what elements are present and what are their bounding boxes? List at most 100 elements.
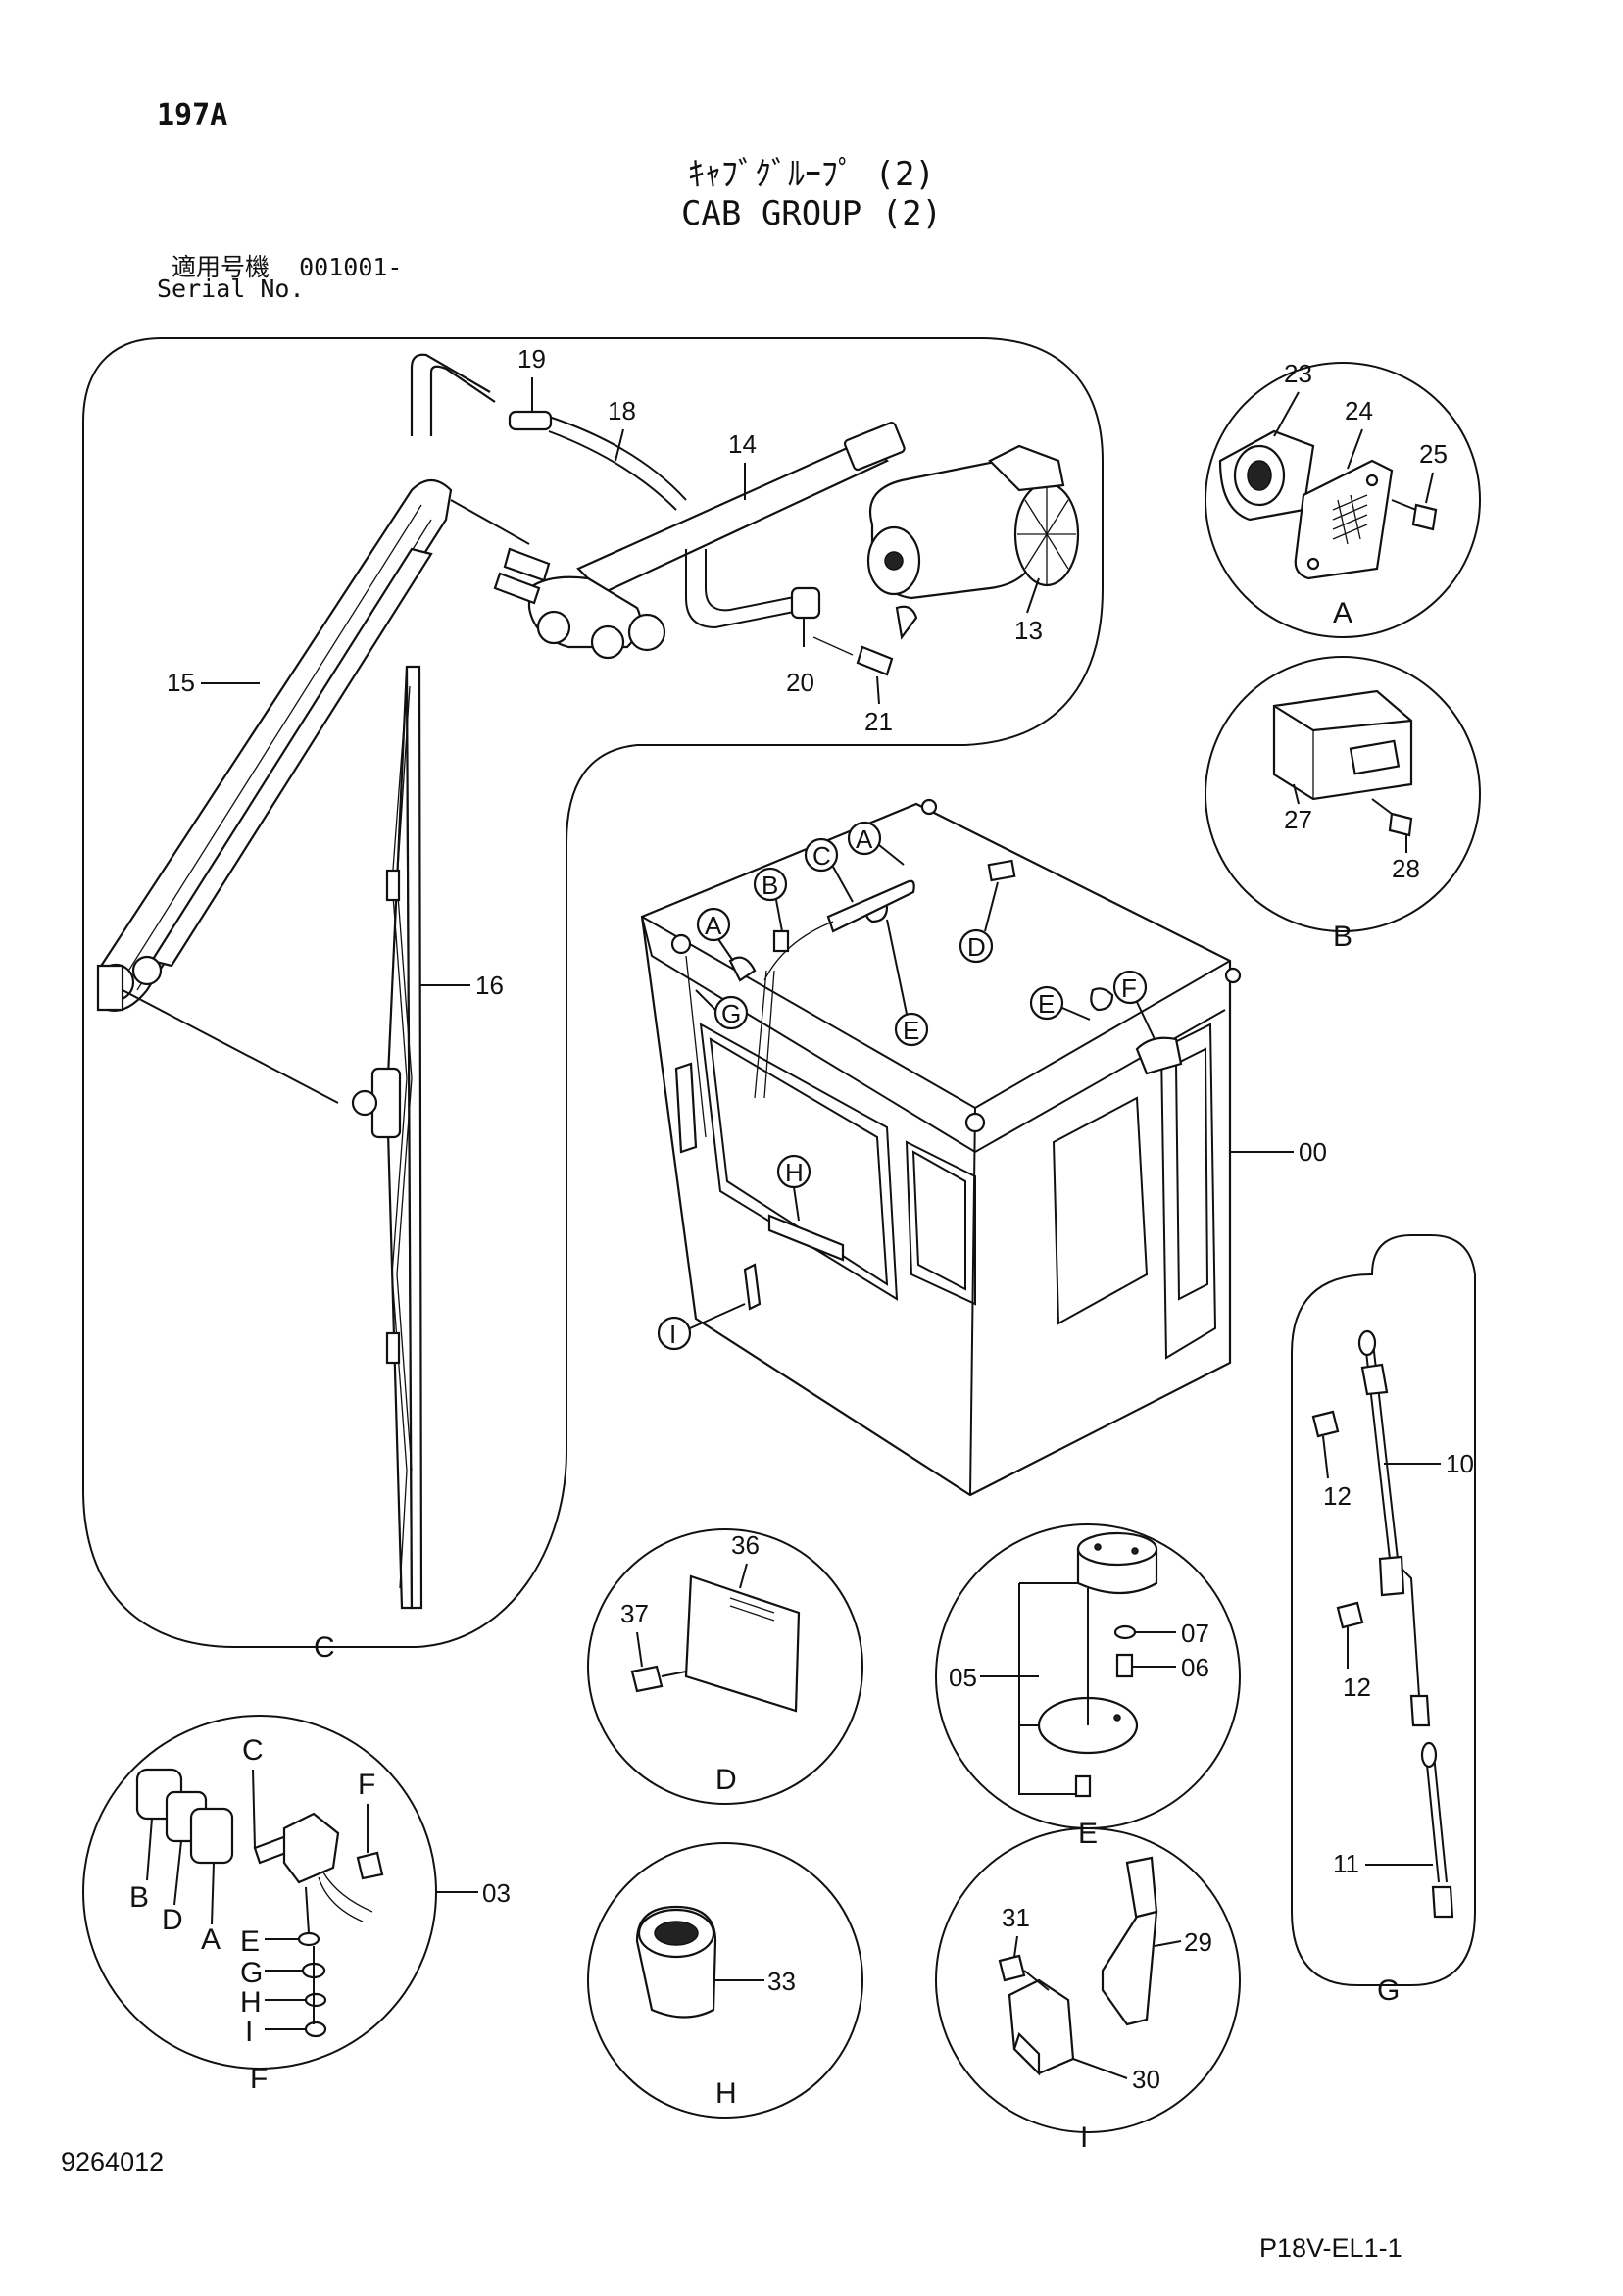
label-18: 18 [608,396,636,425]
callout-b: B [762,871,778,900]
detail-c-labels: 19 18 14 13 20 21 15 16 [167,344,1043,1000]
detail-d: D 36 37 [587,1528,863,1805]
callout-h: H [785,1158,804,1187]
switch-label-f: F [358,1769,375,1801]
washer-07 [1113,1624,1137,1640]
switch-label-b: B [129,1881,149,1914]
switch-nut-i [304,2021,327,2038]
label-07: 07 [1181,1619,1209,1648]
switch-screw-f [356,1851,384,1880]
detail-b-letter: B [1333,921,1352,953]
cab-rear-window [1052,1096,1149,1325]
detail-a: A 23 24 25 [1205,359,1481,638]
label-19: 19 [517,344,546,374]
switch-knob-a [189,1807,234,1865]
serial-label-english: Serial No. [157,275,305,303]
label-37: 37 [620,1599,649,1628]
roof-speaker-a [895,605,918,640]
roof-lamp-e2 [1090,987,1114,1012]
serial-label-jp-text: 適用号機 [172,253,270,281]
cab-lever-i [743,1263,762,1311]
cab-emblem-h [767,1214,845,1262]
roof-speaker-a2 [728,956,757,982]
label-25: 25 [1419,439,1448,469]
cab-door [1159,1023,1217,1360]
cab-front-window [699,1023,899,1301]
cab-00: 00 [640,605,1327,1497]
wiper-motor-13 [866,444,1080,600]
detail-h-letter: H [715,2077,737,2110]
label-11: 11 [1333,1849,1359,1878]
switch-label-i: I [245,2016,253,2048]
title-english: CAB GROUP (2) [680,194,943,233]
hose-18 [548,430,677,511]
detail-h-frame [587,1842,863,2119]
sheet-code: P18V-EL1-1 [1259,2233,1402,2263]
screw-12b [1336,1601,1364,1629]
screw-06 [1115,1653,1134,1678]
label-23: 23 [1284,359,1312,388]
label-27: 27 [1284,805,1312,834]
label-16: 16 [475,971,504,1000]
pivot-shaft-14 [576,439,890,595]
detail-b-frame [1205,656,1481,932]
label-20: 20 [786,668,814,697]
label-31: 31 [1002,1903,1030,1932]
label-24: 24 [1345,396,1373,425]
switch-label-d: D [162,1904,183,1936]
figure-code: 9264012 [61,2147,165,2176]
callout-f: F [1121,973,1137,1003]
detail-d-frame [587,1528,863,1805]
detail-i-letter: I [1080,2121,1088,2154]
screw-37 [630,1665,664,1693]
serial-label-japanese: 適用号機 001001- [172,248,402,283]
detail-h: H 33 [587,1842,863,2119]
switch-label-h: H [240,1986,262,2019]
screw-25 [1411,503,1438,531]
screw-28 [1388,812,1413,837]
page-number: 197A [157,98,228,132]
lever-base-30 [1008,1978,1075,2075]
detail-a-frame [1205,362,1481,638]
label-33: 33 [767,1967,796,1996]
switch-label-e: E [240,1925,260,1958]
cab-body [640,802,1232,1497]
roof-harness-c [826,879,915,933]
wiper-blade-16 [351,665,423,1610]
cab-handle [674,1062,698,1154]
speaker-cover-24 [1294,459,1394,580]
detail-g: G 12 10 12 11 [1291,1234,1476,2007]
detail-f-letter: F [250,2063,268,2095]
bolt-21 [856,645,894,676]
label-12a: 12 [1323,1481,1352,1511]
label-21: 21 [864,707,893,736]
callout-a2: A [856,824,873,854]
switch-ring-h [304,1992,327,2008]
detail-d-letter: D [715,1764,737,1796]
label-14: 14 [728,429,757,459]
detail-g-frame [1291,1234,1476,1986]
callout-a1: A [705,911,722,940]
clamp-20 [790,586,821,620]
callout-e2: E [1038,989,1055,1019]
label-12b: 12 [1343,1672,1371,1702]
switch-body [282,1812,340,1884]
label-05: 05 [949,1663,977,1692]
roof-lamp-b [772,929,790,953]
roof-vent-f [1135,1036,1183,1075]
detail-b: B 27 28 [1205,656,1481,953]
cab-callouts: A B C A D E E F G H [657,821,1156,1351]
cab-side-window [905,1140,976,1306]
label-00: 00 [1299,1137,1327,1167]
label-30: 30 [1132,2065,1160,2094]
detail-c-frame [82,337,1104,1648]
nozzle-19 [508,410,553,431]
label-06: 06 [1181,1653,1209,1682]
switch-label-c: C [242,1734,264,1767]
washer-tube [410,353,491,436]
title-japanese: ｷｬﾌﾞｸﾞﾙｰﾌﾟ (2) [688,155,935,194]
detail-e-letter: E [1078,1818,1098,1850]
label-10: 10 [1446,1449,1474,1478]
switch-nut-e [297,1931,320,1947]
